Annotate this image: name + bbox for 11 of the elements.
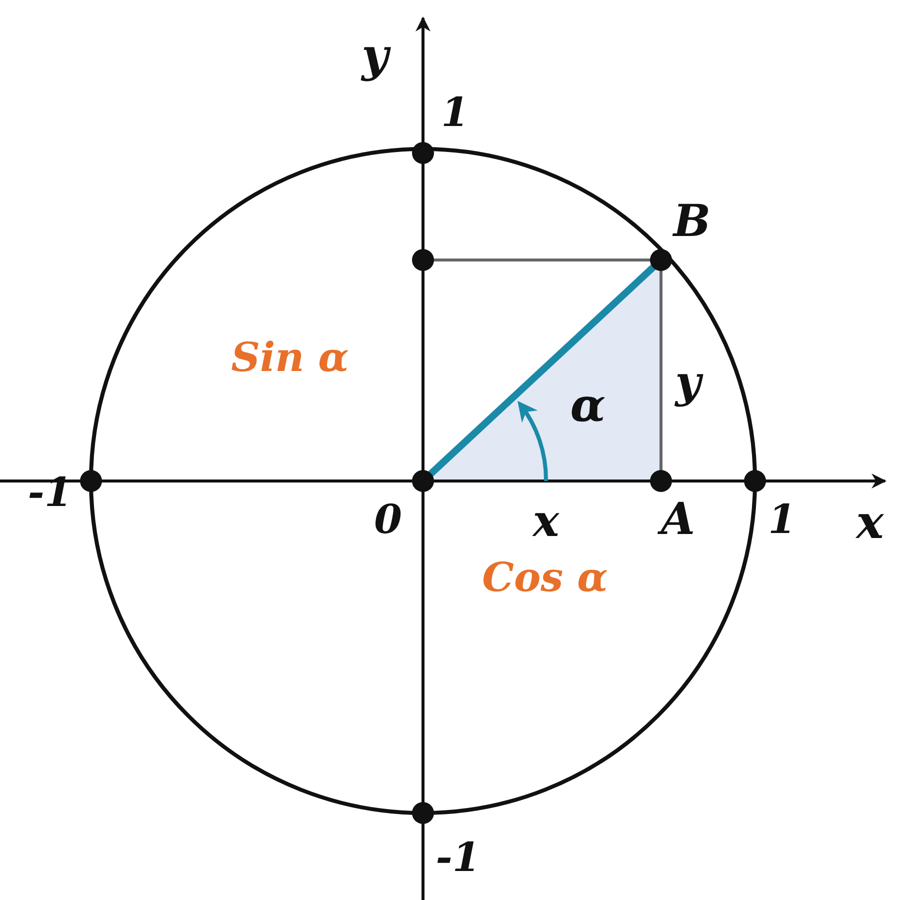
- angle-label: α: [570, 382, 606, 428]
- side-label: x: [532, 500, 560, 544]
- tick-label: 1: [768, 500, 796, 540]
- function-label: Sin α: [231, 338, 349, 378]
- side-label: y: [675, 361, 701, 405]
- function-label: Cos α: [482, 558, 608, 598]
- tick-label: -1: [436, 838, 480, 878]
- point-label: B: [673, 200, 711, 244]
- tick-label: 1: [441, 93, 469, 133]
- axis-label: x: [856, 499, 884, 545]
- tick-label: 0: [374, 500, 402, 540]
